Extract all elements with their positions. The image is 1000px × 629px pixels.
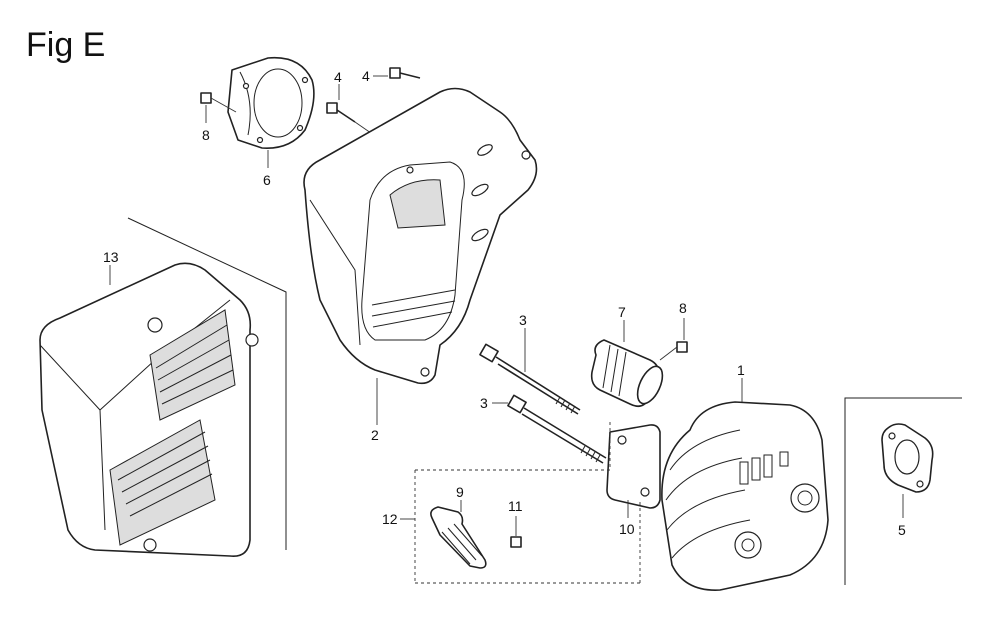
callout-2: 2 — [371, 427, 379, 443]
bolt-part-3-upper — [479, 343, 581, 415]
callout-7: 7 — [618, 304, 626, 320]
callout-4-left: 4 — [334, 69, 342, 85]
callout-5: 5 — [898, 522, 906, 538]
muffler-cover-part-2 — [303, 87, 538, 385]
gasket-part-10 — [606, 424, 661, 509]
callout-12: 12 — [382, 511, 398, 527]
callout-4-right: 4 — [362, 68, 370, 84]
bolt-part-3-lower — [507, 394, 607, 464]
muffler-protector-part-13 — [39, 217, 287, 557]
callout-10: 10 — [619, 521, 635, 537]
screw-part-8-top — [200, 92, 237, 113]
figure-title: Fig E — [26, 26, 106, 64]
callout-8-top: 8 — [202, 127, 210, 143]
callout-9: 9 — [456, 484, 464, 500]
callout-8-right: 8 — [679, 300, 687, 316]
screw-part-8-right — [659, 341, 688, 361]
callout-6: 6 — [263, 172, 271, 188]
callout-1: 1 — [737, 362, 745, 378]
spark-arrester-screen-part-9 — [430, 506, 487, 569]
bracket-5 — [844, 397, 962, 585]
screw-part-11 — [510, 536, 522, 548]
callout-3-lower: 3 — [480, 395, 488, 411]
screw-part-4-right — [389, 67, 421, 79]
exhaust-gasket-part-5 — [881, 423, 934, 493]
callout-13: 13 — [103, 249, 119, 265]
callout-11: 11 — [508, 498, 523, 514]
muffler-body-part-1 — [661, 401, 829, 591]
spark-arrester-part-7 — [590, 339, 664, 408]
sub-assembly-box-12 — [414, 420, 641, 584]
callout-3-upper: 3 — [519, 312, 527, 328]
exhaust-deflector-part-6 — [227, 56, 315, 149]
